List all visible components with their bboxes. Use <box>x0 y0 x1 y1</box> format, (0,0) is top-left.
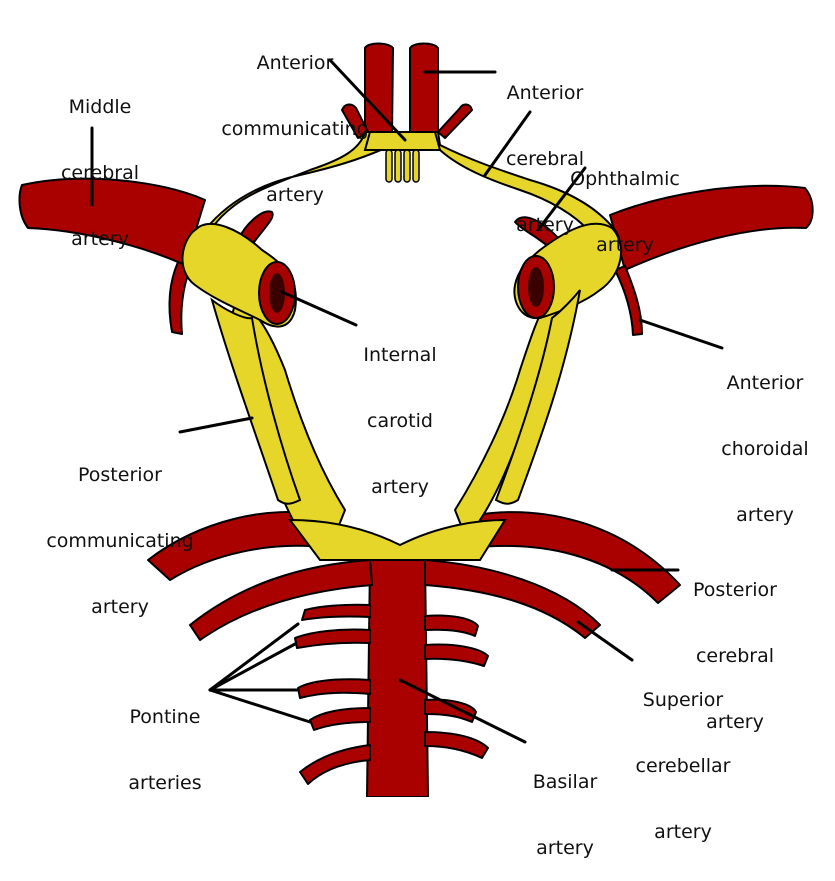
anterior-communicating-vessels <box>386 150 419 182</box>
label-anterior-communicating-artery: Anterior communicating artery <box>210 8 380 228</box>
pontine-arteries-right <box>425 615 488 758</box>
basilar-artery-vessel <box>367 560 428 797</box>
leader-pontine-4 <box>210 690 310 722</box>
label-internal-carotid-artery: Internal carotid artery <box>345 300 455 520</box>
superior-cerebellar-artery-left <box>190 560 372 640</box>
label-basilar-artery: Basilar artery <box>515 727 615 881</box>
label-anterior-choroidal-artery: Anterior choroidal artery <box>705 328 825 548</box>
leader-pontine-2 <box>210 644 295 690</box>
anterior-cerebral-artery-right <box>410 44 472 139</box>
leader-pontine-1 <box>210 624 298 690</box>
pontine-arteries-left <box>295 605 370 784</box>
internal-carotid-lumen-right <box>518 256 554 318</box>
label-posterior-communicating-artery: Posterior communicating artery <box>30 420 210 640</box>
label-superior-cerebellar-artery: Superior cerebellar artery <box>618 645 748 865</box>
label-ophthalmic-artery: Ophthalmic artery <box>560 124 690 278</box>
label-pontine-arteries: Pontine arteries <box>110 662 220 816</box>
internal-carotid-lumen-left <box>259 262 295 324</box>
label-middle-cerebral-artery: Middle cerebral artery <box>45 52 155 272</box>
